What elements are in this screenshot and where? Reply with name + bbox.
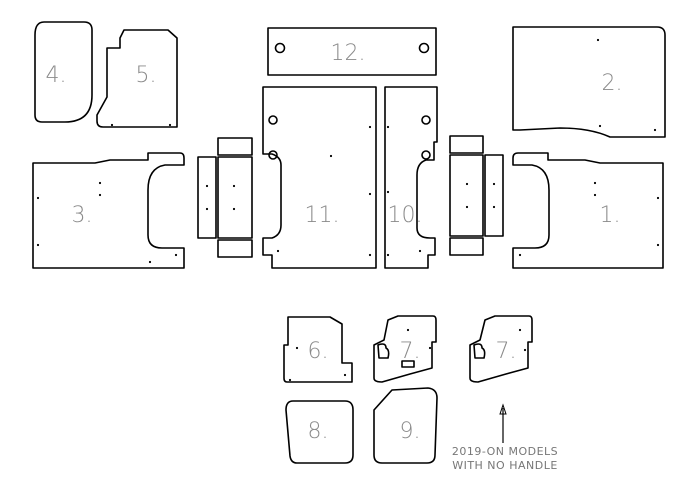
panel-12: 12.	[267, 27, 437, 76]
panel-9-label: 9.	[400, 419, 421, 444]
panel-3-label: 3.	[72, 203, 93, 228]
mounting-hole	[205, 184, 209, 188]
mounting-hole	[288, 378, 292, 382]
mounting-hole	[168, 123, 172, 127]
panel-8-label: 8.	[308, 419, 329, 444]
note-arrow	[499, 403, 507, 443]
panel-5-label: 5.	[136, 63, 157, 88]
panel-11: 11.	[262, 86, 377, 269]
mounting-hole	[343, 373, 347, 377]
panel-10: 10.	[384, 86, 438, 269]
mounting-hole	[329, 154, 333, 158]
mounting-hole	[428, 346, 432, 350]
note-line-2: WITH NO HANDLE	[452, 459, 558, 472]
mounting-hole	[148, 260, 152, 264]
panel-7-no-handle-label: 7.	[496, 339, 517, 364]
mounting-hole	[656, 243, 660, 247]
left-side-pieces	[197, 137, 253, 258]
mounting-hole	[232, 207, 236, 211]
panel-1: 1.	[512, 152, 664, 269]
mounting-hole	[368, 125, 372, 129]
mounting-hole	[36, 243, 40, 247]
panel-3: 3.	[32, 152, 185, 269]
panel-7: 7.	[373, 315, 437, 383]
mounting-hole	[110, 123, 114, 127]
mounting-hole	[368, 253, 372, 257]
mounting-hole	[386, 125, 390, 129]
panel-2: 2.	[512, 26, 666, 138]
mounting-hole	[98, 193, 102, 197]
mounting-hole	[653, 128, 657, 132]
mounting-hole	[276, 249, 280, 253]
note-line-1: 2019-ON MODELS	[452, 445, 558, 458]
panel-11-label: 11.	[305, 203, 340, 228]
mounting-holes	[36, 38, 660, 382]
mounting-hole	[465, 182, 469, 186]
mounting-hole	[598, 124, 602, 128]
panel-6-label: 6.	[308, 339, 329, 364]
panel-10-label: 10.	[388, 203, 423, 228]
mounting-hole	[593, 181, 597, 185]
mounting-hole	[406, 328, 410, 332]
panel-2-label: 2.	[602, 71, 623, 96]
mounting-hole	[518, 328, 522, 332]
mounting-hole	[232, 184, 236, 188]
mounting-hole	[98, 181, 102, 185]
panel-7-label: 7.	[400, 339, 421, 364]
panel-4-label: 4.	[46, 63, 67, 88]
mounting-hole	[36, 196, 40, 200]
mounting-hole	[593, 193, 597, 197]
mounting-hole	[205, 207, 209, 211]
panel-5: 5.	[96, 29, 178, 128]
panel-4: 4.	[34, 21, 93, 123]
mounting-hole	[295, 346, 299, 350]
right-side-pieces	[449, 135, 504, 256]
panel-7-no-handle: 7.	[469, 315, 533, 383]
mounting-hole	[386, 253, 390, 257]
mounting-hole	[465, 205, 469, 209]
mounting-hole	[523, 348, 527, 352]
mounting-hole	[418, 249, 422, 253]
mounting-hole	[386, 190, 390, 194]
panel-9: 9.	[373, 387, 438, 464]
panel-12-label: 12.	[331, 41, 366, 66]
mounting-hole	[368, 192, 372, 196]
mounting-hole	[492, 205, 496, 209]
mounting-hole	[596, 38, 600, 42]
panel-1-label: 1.	[600, 203, 621, 228]
mounting-hole	[492, 182, 496, 186]
panel-6: 6.	[283, 316, 353, 383]
mounting-hole	[518, 253, 522, 257]
mounting-hole	[656, 196, 660, 200]
panel-8: 8.	[285, 400, 354, 464]
mounting-hole	[174, 253, 178, 257]
